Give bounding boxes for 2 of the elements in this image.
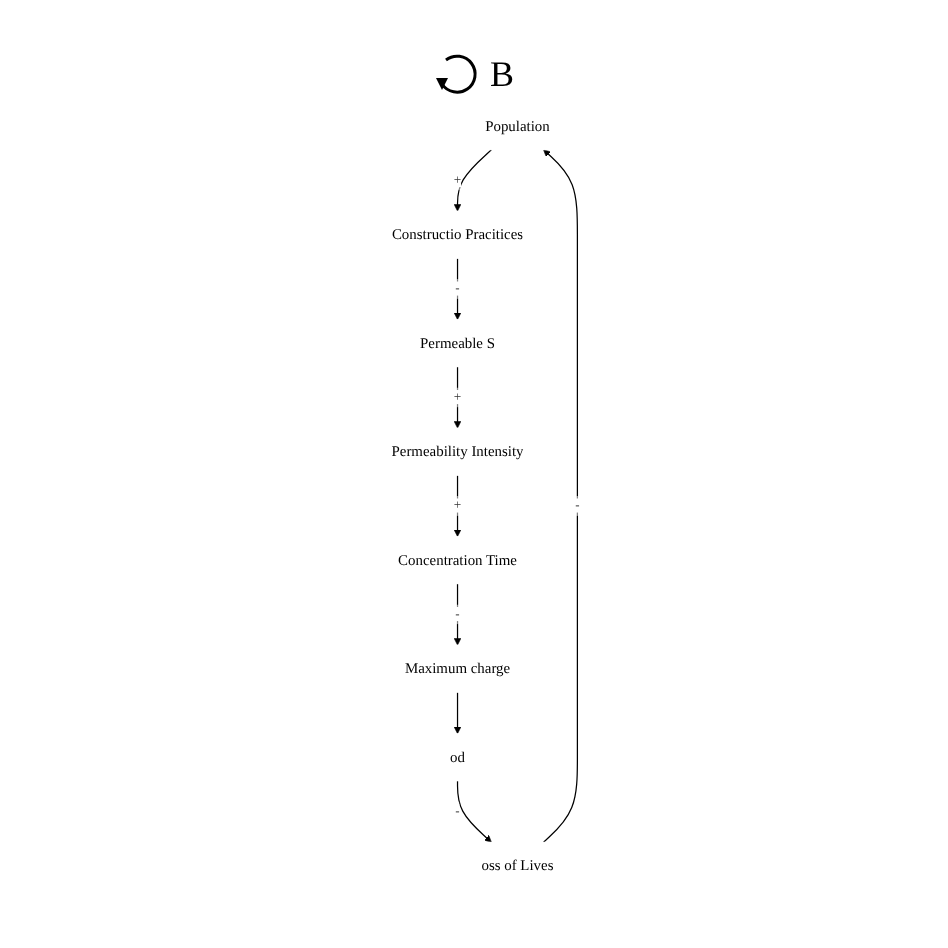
loop-label: B [489, 53, 514, 95]
arrow [454, 691, 463, 734]
